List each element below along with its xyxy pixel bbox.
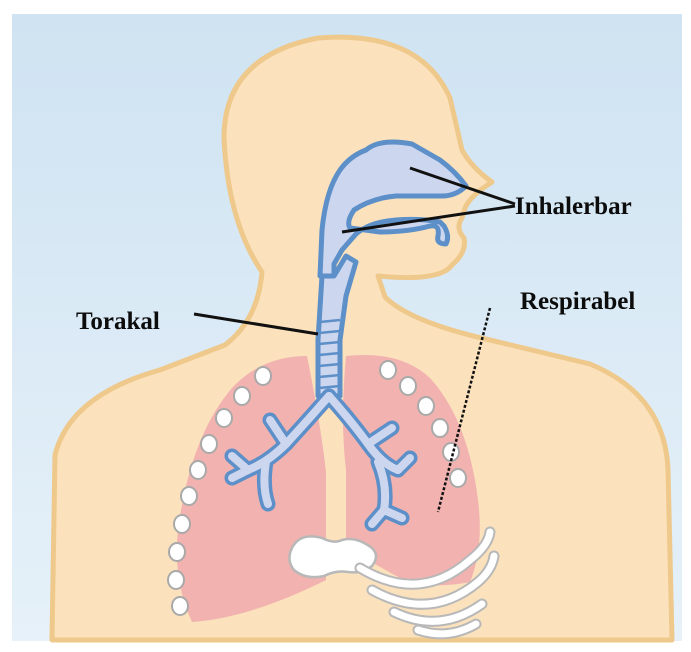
rib-dot xyxy=(400,377,416,395)
rib-dot xyxy=(216,409,232,427)
rib-dot xyxy=(380,361,396,379)
rib-dot xyxy=(174,515,190,533)
rib-dot xyxy=(201,435,217,453)
rib-dot xyxy=(255,367,271,385)
rib-dot xyxy=(432,419,448,437)
rib-dot xyxy=(168,571,184,589)
rib-dot xyxy=(169,543,185,561)
label-inhalerbar: Inhalerbar xyxy=(515,194,632,219)
label-torakal: Torakal xyxy=(76,309,160,334)
label-respirabel: Respirabel xyxy=(520,289,635,314)
rib-dot xyxy=(172,597,188,615)
rib-dot xyxy=(418,397,434,415)
rib-dot xyxy=(450,469,466,487)
rib-dot xyxy=(190,461,206,479)
rib-dot xyxy=(181,487,197,505)
rib-dot xyxy=(234,387,250,405)
